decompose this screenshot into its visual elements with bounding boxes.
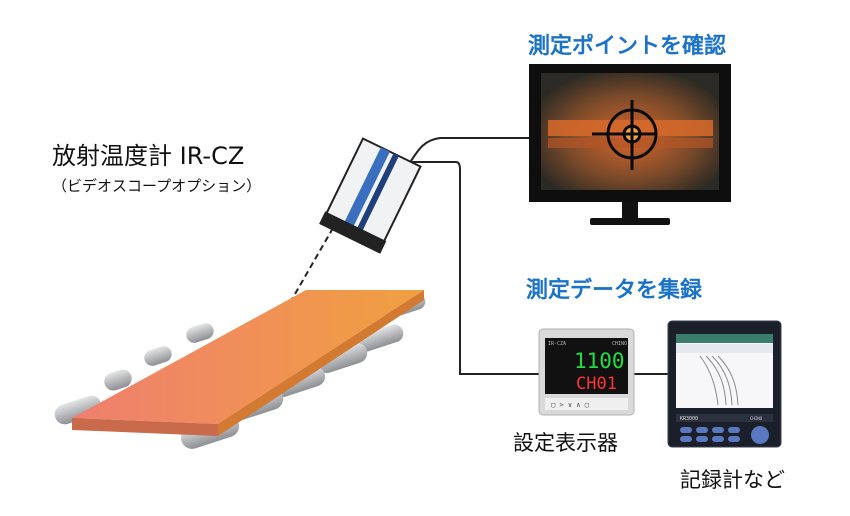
data-heading: 測定データを集録 — [526, 278, 703, 303]
controller-label: 設定表示器 — [513, 431, 618, 455]
monitor-base — [590, 218, 670, 225]
controller-brand: CHINO — [612, 341, 627, 347]
roller — [316, 343, 368, 373]
controller-top-value: 1100 — [574, 349, 625, 373]
monitor-heading: 測定ポイントを確認 — [528, 34, 727, 59]
crosshair-icon — [592, 100, 658, 170]
recorder-device: KR3000 CHINO — [667, 320, 782, 448]
monitor-neck — [622, 202, 638, 220]
cables — [410, 137, 680, 375]
cable-to-monitor — [410, 137, 540, 162]
recorder-model: KR3000 — [680, 416, 698, 422]
controller-screen — [545, 338, 628, 394]
hot-slab — [72, 290, 424, 436]
thermometer-option: （ビデオスコープオプション） — [52, 177, 262, 195]
controller-button-bar — [545, 398, 628, 410]
recorder-keypad — [680, 426, 769, 444]
recorder-label: 記録計など — [680, 468, 785, 492]
roller — [144, 346, 172, 366]
roller — [356, 324, 404, 352]
recorder-traces — [699, 355, 739, 406]
controller-model: IR-CZA — [548, 341, 566, 347]
thermometer-head — [319, 137, 422, 254]
roller — [104, 369, 132, 391]
cable-to-recorder — [411, 161, 680, 375]
controller-keys: ▢ > ∨ ∧ ▢ — [551, 401, 589, 409]
roller — [186, 323, 214, 343]
controller-bottom-value: CH01 — [576, 374, 617, 394]
thermometer-name: 放射温度計 IR-CZ — [52, 142, 245, 170]
recorder-brand: CHINO — [750, 416, 763, 421]
monitor — [529, 64, 731, 225]
roller — [54, 395, 102, 425]
controller-device: IR-CZA CHINO 1100 CH01 ▢ > ∨ ∧ ▢ — [538, 328, 635, 416]
